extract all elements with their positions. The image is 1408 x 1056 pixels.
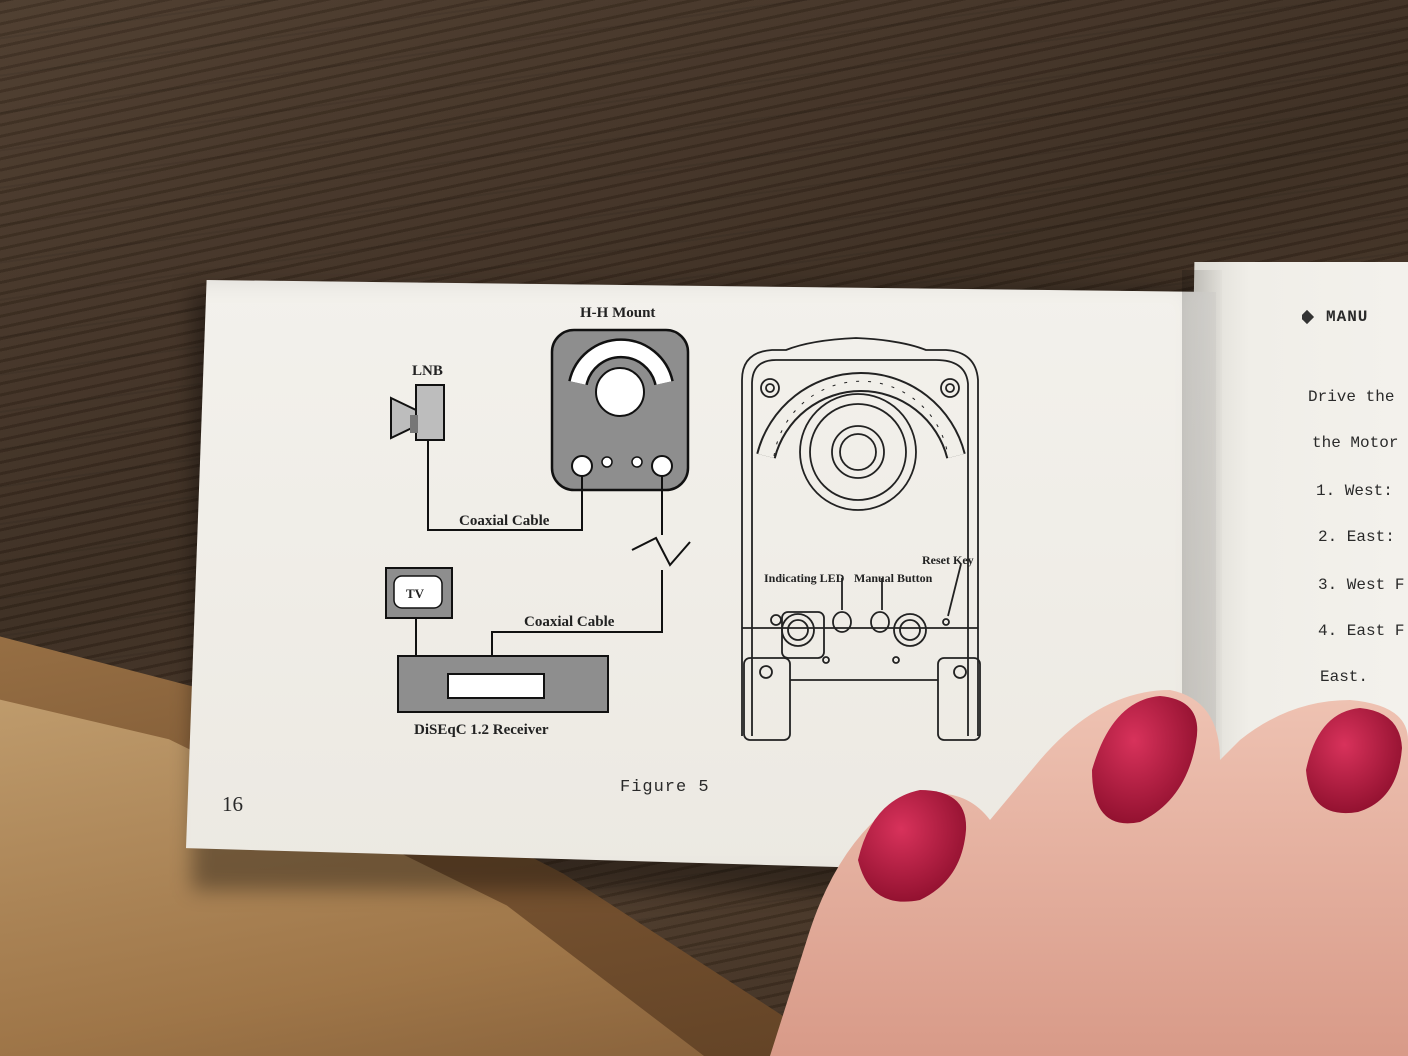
right-line-7: East. (1320, 668, 1369, 686)
tv-icon (385, 567, 453, 656)
right-line-2: the Motor (1312, 434, 1399, 452)
cable-break-mark (631, 536, 691, 567)
figure-caption: Figure 5 (620, 778, 710, 797)
right-page-header: MANU (1302, 308, 1408, 326)
right-line-6: 4. East F (1318, 622, 1405, 640)
coax-lower-label: Coaxial Cable (524, 614, 615, 630)
receiver-icon (397, 655, 609, 713)
coax-upper-label: Coaxial Cable (459, 513, 550, 529)
right-line-3: 1. West: (1316, 482, 1393, 500)
motor-front-view-icon (741, 337, 981, 741)
lnb-icon (390, 384, 445, 441)
coax-cable-upper (427, 440, 583, 531)
installation-diagram: LNB H-H Mount Coaxial Cable Coaxial Cabl… (385, 305, 981, 741)
right-line-4: 2. East: (1318, 528, 1395, 546)
right-line-5: 3. West F (1318, 576, 1405, 594)
right-line-1: Drive the (1308, 388, 1395, 406)
mount-label: H-H Mount (580, 305, 655, 321)
reset-key-label: Reset Key (922, 553, 974, 567)
indicating-led-label: Indicating LED (764, 571, 845, 585)
mount-icon (550, 328, 690, 492)
diamond-icon (1302, 309, 1315, 324)
manual-button-label: Manual Button (854, 571, 933, 585)
lnb-label: LNB (412, 363, 443, 379)
page-number: 16 (222, 792, 243, 816)
tv-label: TV (406, 586, 425, 601)
receiver-label: DiSEqC 1.2 Receiver (414, 722, 549, 738)
right-header-text: MANU (1326, 308, 1369, 326)
coax-cable-lower (491, 570, 663, 656)
